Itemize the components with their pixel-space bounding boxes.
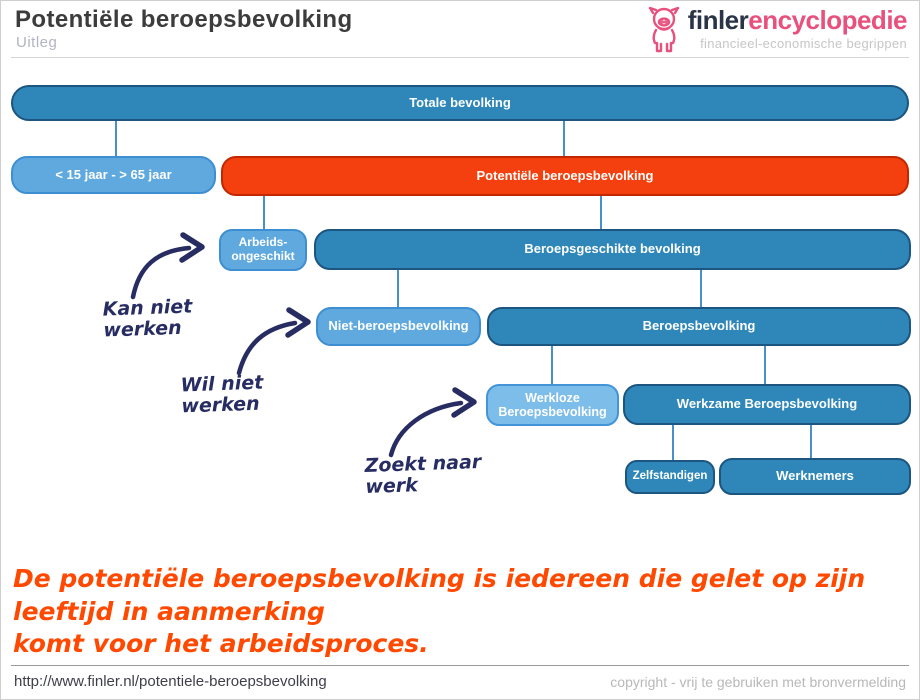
- node-beroepsbevolking: Beroepsbevolking: [487, 307, 911, 346]
- footer-url-link[interactable]: http://www.finler.nl/potentiele-beroepsb…: [14, 673, 327, 690]
- annotation-wil-niet-werken: Wil niet werken: [180, 371, 264, 418]
- node-leeftijd-buiten-bereik: < 15 jaar - > 65 jaar: [11, 156, 216, 194]
- annotation-zoekt-naar-werk: Zoekt naar werk: [364, 450, 482, 498]
- page-title: Potentiële beroepsbevolking: [15, 6, 353, 33]
- definition-caption: De potentiële beroepsbevolking is iedere…: [13, 564, 866, 658]
- node-niet-beroepsbevolking: Niet-beroepsbevolking: [316, 307, 481, 346]
- hand-arrow-kan-niet-werken: [130, 232, 205, 300]
- hand-arrow-zoekt-naar-werk: [388, 387, 477, 458]
- brand-tagline: financieel-economische begrippen: [700, 36, 907, 51]
- piggy-bank-icon: [646, 6, 682, 58]
- page-subtitle: Uitleg: [16, 34, 58, 51]
- node-werkloze-beroepsbevolking: Werkloze Beroepsbevolking: [486, 384, 619, 426]
- node-werknemers: Werknemers: [719, 458, 911, 495]
- node-beroepsgeschikte-bevolking: Beroepsgeschikte bevolking: [314, 229, 911, 270]
- annotation-kan-niet-werken: Kan niet werken: [102, 295, 193, 342]
- node-arbeidsongeschikt: Arbeids- ongeschikt: [219, 229, 307, 271]
- brand-wordmark: finlerencyclopedie: [687, 5, 908, 35]
- footer-copyright: copyright - vrij te gebruiken met bronve…: [610, 674, 906, 690]
- brand-encyclopedie: encyclopedie: [748, 5, 907, 35]
- finler-logo: finlerencyclopedie financieel-economisch…: [646, 5, 908, 58]
- footer-divider: [11, 665, 909, 666]
- node-zelfstandigen: Zelfstandigen: [625, 460, 715, 494]
- node-totale-bevolking: Totale bevolking: [11, 85, 909, 121]
- brand-finler: finler: [687, 5, 749, 35]
- node-potentiele-beroepsbevolking: Potentiële beroepsbevolking: [221, 156, 909, 196]
- header-divider: [11, 57, 909, 58]
- hand-arrow-wil-niet-werken: [236, 307, 311, 376]
- node-werkzame-beroepsbevolking: Werkzame Beroepsbevolking: [623, 384, 911, 425]
